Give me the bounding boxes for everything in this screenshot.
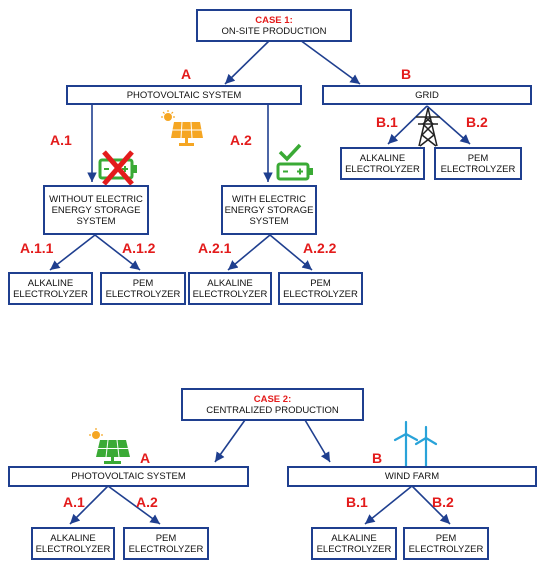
case2-label-a1: A.1 [63,494,85,510]
transmission-tower-icon [416,107,440,147]
case1-photovoltaic-box: PHOTOVOLTAIC SYSTEM [66,85,302,105]
case1-title: CASE 1: [255,14,293,26]
case1-a11-alkaline-box: ALKALINE ELECTROLYZER [8,272,93,305]
c2-b1-line1: ALKALINE [331,532,377,544]
case1-label-a21: A.2.1 [198,240,232,256]
case1-label-b: B [401,66,412,82]
case2-b2-pem-box: PEM ELECTROLYZER [403,527,489,560]
case1-grid-label: GRID [415,89,439,101]
without-storage-line1: WITHOUT ELECTRIC [49,193,143,205]
b2-pem-line2: ELECTROLYZER [440,163,516,175]
case2-photovoltaic-box: PHOTOVOLTAIC SYSTEM [8,466,249,487]
case1-label-a2: A.2 [230,132,252,148]
case2-a2-pem-box: PEM ELECTROLYZER [123,527,209,560]
case1-label-a12: A.1.2 [122,240,156,256]
case2-a1-alkaline-box: ALKALINE ELECTROLYZER [31,527,115,560]
a12-line2: ELECTROLYZER [105,288,181,300]
case2-box: CASE 2: CENTRALIZED PRODUCTION [181,388,364,421]
case2-wind-farm-box: WIND FARM [287,466,537,487]
c2-a1-line2: ELECTROLYZER [35,543,111,555]
case2-wind-farm-label: WIND FARM [384,471,440,482]
case1-a21-alkaline-box: ALKALINE ELECTROLYZER [188,272,272,305]
case1-label-a1: A.1 [50,132,72,148]
case1-b1-alkaline-box: ALKALINE ELECTROLYZER [340,147,425,180]
b2-pem-line1: PEM [467,152,489,164]
a11-line1: ALKALINE [27,277,74,289]
case1-label-a11: A.1.1 [20,240,54,256]
case1-box: CASE 1: ON-SITE PRODUCTION [196,9,352,42]
case1-label-a: A [181,66,192,82]
with-storage-line3: SYSTEM [249,215,289,227]
b1-alkaline-line2: ELECTROLYZER [345,163,420,175]
case1-photovoltaic-label: PHOTOVOLTAIC SYSTEM [126,89,242,101]
without-storage-line2: ENERGY STORAGE [51,204,141,216]
c2-b2-line1: PEM [435,532,457,544]
case2-b1-alkaline-box: ALKALINE ELECTROLYZER [311,527,397,560]
case1-without-storage-box: WITHOUT ELECTRIC ENERGY STORAGE SYSTEM [43,185,149,235]
solar-panel-icon [161,110,203,146]
with-storage-line2: ENERGY STORAGE [224,204,314,216]
case2-label-b1: B.1 [346,494,368,510]
a12-line1: PEM [132,277,154,289]
case1-grid-box: GRID [322,85,532,105]
case1-label-b2: B.2 [466,114,488,130]
c2-b1-line2: ELECTROLYZER [316,543,392,555]
b1-alkaline-line1: ALKALINE [359,152,406,164]
case2-label-b: B [372,450,383,466]
case2-label-b2: B.2 [432,494,454,510]
a22-line2: ELECTROLYZER [283,288,358,300]
case1-label-a22: A.2.2 [303,240,337,256]
case1-label-b1: B.1 [376,114,398,130]
wind-turbine-icon [393,420,438,468]
c2-a2-line2: ELECTROLYZER [128,543,204,555]
battery-crossed-icon [98,150,137,186]
solar-panel-icon [89,428,130,464]
c2-a1-line1: ALKALINE [50,532,96,544]
battery-check-icon [276,143,313,181]
a21-line2: ELECTROLYZER [192,288,268,300]
a22-line1: PEM [310,277,331,289]
case2-subtitle: CENTRALIZED PRODUCTION [206,404,339,416]
case2-label-a2: A.2 [136,494,158,510]
case2-title: CASE 2: [253,393,292,405]
case1-a12-pem-box: PEM ELECTROLYZER [100,272,186,305]
c2-a2-line1: PEM [155,532,177,544]
case2-photovoltaic-label: PHOTOVOLTAIC SYSTEM [71,471,186,482]
without-storage-line3: SYSTEM [76,215,116,227]
c2-b2-line2: ELECTROLYZER [408,543,484,555]
a11-line2: ELECTROLYZER [13,288,88,300]
a21-line1: ALKALINE [207,277,253,289]
case2-label-a: A [140,450,151,466]
case1-subtitle: ON-SITE PRODUCTION [221,25,327,37]
case1-a22-pem-box: PEM ELECTROLYZER [278,272,363,305]
case1-b2-pem-box: PEM ELECTROLYZER [434,147,522,180]
with-storage-line1: WITH ELECTRIC [232,193,306,205]
case1-with-storage-box: WITH ELECTRIC ENERGY STORAGE SYSTEM [221,185,317,235]
